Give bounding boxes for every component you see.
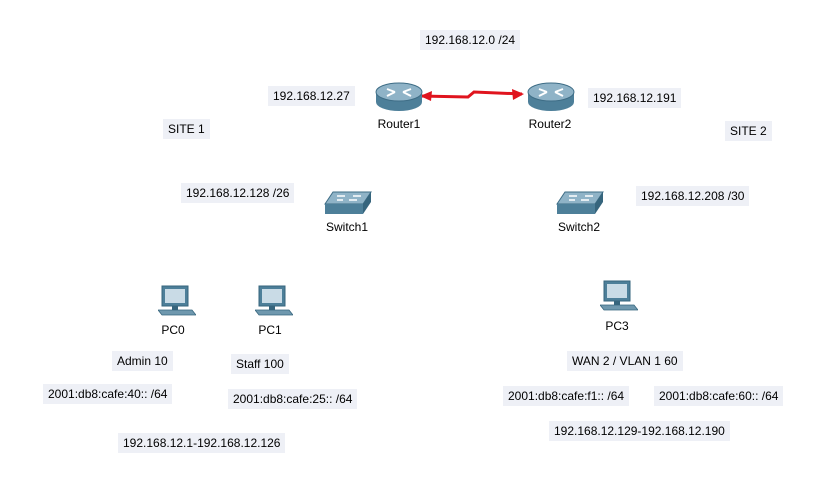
note-wan-vlan[interactable]: WAN 2 / VLAN 1 60: [567, 351, 683, 371]
router-icon: [375, 82, 423, 111]
link-endpoint-marker-router2: [512, 89, 524, 100]
note-ipv6-admin[interactable]: 2001:db8:cafe:40:: /64: [43, 384, 173, 404]
switch-icon: [324, 191, 372, 214]
pc3[interactable]: [599, 279, 639, 313]
serial-link-line: [419, 90, 523, 99]
pc3-label: PC3: [605, 319, 629, 333]
pc-icon: [254, 285, 294, 316]
switch-icon: [556, 191, 604, 214]
router1-label: Router1: [377, 117, 421, 131]
switch2-label: Switch2: [557, 220, 601, 234]
link-endpoint-marker-router1: [420, 91, 432, 101]
pc-icon: [599, 280, 639, 311]
note-site1[interactable]: SITE 1: [163, 119, 210, 139]
note-admin-vlan[interactable]: Admin 10: [112, 351, 173, 371]
note-site2[interactable]: SITE 2: [725, 121, 772, 141]
note-router2-ip[interactable]: 192.168.12.191: [588, 88, 682, 108]
note-ipv6-staff[interactable]: 2001:db8:cafe:25:: /64: [228, 389, 358, 409]
router2[interactable]: [526, 80, 576, 114]
note-switch1-network[interactable]: 192.168.12.128 /26: [181, 183, 295, 203]
note-router1-ip[interactable]: 192.168.12.27: [268, 86, 355, 106]
pc-icon: [157, 285, 197, 316]
router1[interactable]: [374, 80, 424, 114]
note-ipv6-wan-60[interactable]: 2001:db8:cafe:60:: /64: [654, 386, 784, 406]
pc0-label: PC0: [161, 323, 185, 337]
note-staff-vlan[interactable]: Staff 100: [231, 354, 289, 374]
note-ipv6-wan-f1[interactable]: 2001:db8:cafe:f1:: /64: [503, 386, 630, 406]
switch1-label: Switch1: [325, 220, 369, 234]
note-range-site1[interactable]: 192.168.12.1-192.168.12.126: [118, 433, 286, 453]
router-icon: [527, 82, 575, 111]
pc1[interactable]: [254, 284, 294, 318]
note-switch2-network[interactable]: 192.168.12.208 /30: [636, 186, 750, 206]
pc0[interactable]: [157, 284, 197, 318]
switch1[interactable]: [323, 190, 373, 216]
router2-label: Router2: [528, 117, 572, 131]
note-range-site2[interactable]: 192.168.12.129-192.168.12.190: [549, 421, 730, 441]
switch2[interactable]: [555, 190, 605, 216]
note-serial-network[interactable]: 192.168.12.0 /24: [420, 30, 521, 50]
pc1-label: PC1: [258, 323, 282, 337]
